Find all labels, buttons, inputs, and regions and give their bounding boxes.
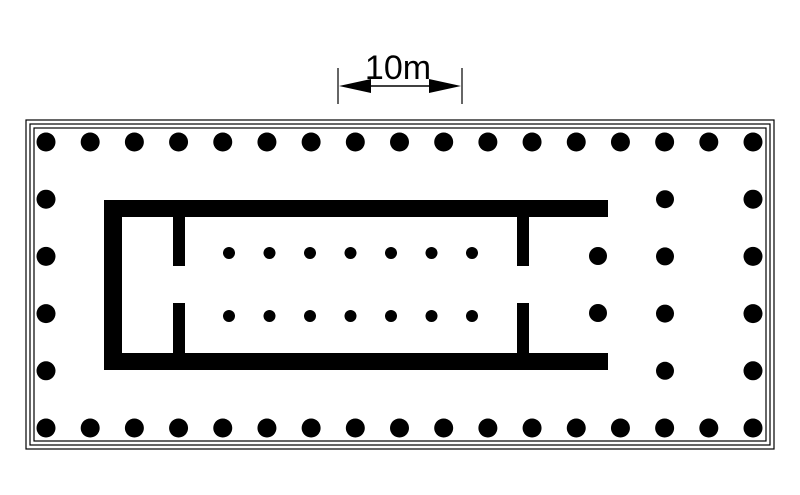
opisthodomos-columns bbox=[656, 190, 674, 380]
cella-interior-column bbox=[425, 310, 438, 322]
peristasis-column bbox=[169, 418, 189, 438]
scale-bar: 10m bbox=[337, 49, 463, 104]
cella-interior-column bbox=[304, 247, 316, 259]
porch-column bbox=[656, 361, 674, 380]
peristasis-column bbox=[301, 418, 321, 438]
peristasis-column bbox=[124, 132, 144, 152]
peristasis-column bbox=[610, 132, 630, 152]
peristasis-column bbox=[478, 132, 498, 152]
peristasis-column bbox=[743, 304, 763, 324]
peristasis-column bbox=[743, 189, 763, 209]
porch-column bbox=[656, 190, 674, 209]
peristasis-column bbox=[36, 304, 56, 324]
peristasis-column bbox=[36, 361, 56, 381]
peristasis-column bbox=[169, 132, 189, 152]
cella-interior-column bbox=[385, 310, 397, 322]
cella-interior-column bbox=[223, 247, 235, 259]
peristasis-column bbox=[743, 246, 763, 266]
cella-cross-wall-west-upper bbox=[173, 200, 185, 266]
peristasis-column bbox=[566, 132, 586, 152]
cella-interior-column bbox=[223, 310, 235, 322]
peristasis-column bbox=[301, 132, 321, 152]
pronaos-columns bbox=[589, 247, 607, 322]
cella-cross-wall-west-lower bbox=[173, 303, 185, 370]
porch-column bbox=[656, 247, 674, 266]
peristasis-column bbox=[345, 418, 365, 438]
cella-interior-column bbox=[466, 247, 478, 259]
peristasis-column bbox=[522, 132, 542, 152]
peristasis-column bbox=[257, 132, 277, 152]
peristasis-column bbox=[390, 132, 409, 152]
peristasis-column bbox=[36, 132, 56, 152]
peristasis-column bbox=[124, 418, 144, 438]
peristasis-columns bbox=[36, 132, 763, 438]
stylobate-outer-edge bbox=[25, 119, 775, 450]
peristasis-column bbox=[522, 418, 542, 438]
cella-interior-column bbox=[425, 247, 438, 259]
peristasis-column bbox=[213, 418, 233, 438]
peristasis-column bbox=[390, 418, 409, 438]
cella-interior-column bbox=[385, 247, 397, 259]
cella-interior-column bbox=[466, 310, 478, 322]
cella-cross-wall-east-lower bbox=[517, 303, 529, 370]
peristasis-column bbox=[36, 246, 56, 266]
peristasis-column bbox=[345, 132, 365, 152]
peristasis-column bbox=[257, 418, 277, 438]
peristasis-column bbox=[743, 361, 763, 381]
peristasis-column bbox=[36, 418, 56, 438]
peristasis-column bbox=[36, 189, 56, 209]
cella-west-wall bbox=[104, 200, 122, 370]
peristasis-column bbox=[699, 418, 719, 438]
peristasis-column bbox=[743, 418, 763, 438]
cella-interior-column bbox=[304, 310, 316, 322]
cella-cross-wall-east-upper bbox=[517, 200, 529, 266]
cella-north-wall bbox=[104, 200, 608, 217]
peristasis-column bbox=[655, 132, 675, 152]
cella-interior-columns bbox=[223, 247, 478, 322]
stylobate-outline bbox=[25, 119, 775, 450]
peristasis-column bbox=[655, 418, 675, 438]
peristasis-column bbox=[213, 132, 233, 152]
peristasis-column bbox=[699, 132, 719, 152]
cella-interior-column bbox=[344, 310, 357, 322]
peristasis-column bbox=[434, 418, 454, 438]
porch-column bbox=[656, 304, 674, 323]
peristasis-column bbox=[80, 418, 100, 438]
peristasis-column bbox=[610, 418, 630, 438]
cella-walls bbox=[104, 200, 608, 370]
pronaos-column bbox=[589, 304, 607, 322]
cella-south-wall bbox=[104, 353, 608, 370]
scale-bar-right-arrow-icon bbox=[429, 79, 461, 93]
cella-interior-column bbox=[344, 247, 357, 259]
scale-bar-label: 10m bbox=[365, 49, 431, 87]
peristasis-column bbox=[478, 418, 498, 438]
stylobate-inner-edge bbox=[33, 127, 767, 442]
scale-bar-left-arrow-icon bbox=[339, 79, 371, 93]
peristasis-column bbox=[743, 132, 763, 152]
stylobate-middle-edge bbox=[29, 123, 771, 446]
peristasis-column bbox=[434, 132, 454, 152]
peristasis-column bbox=[566, 418, 586, 438]
peristasis-column bbox=[80, 132, 100, 152]
pronaos-column bbox=[589, 247, 607, 265]
cella-interior-column bbox=[263, 247, 276, 259]
cella-interior-column bbox=[263, 310, 276, 322]
